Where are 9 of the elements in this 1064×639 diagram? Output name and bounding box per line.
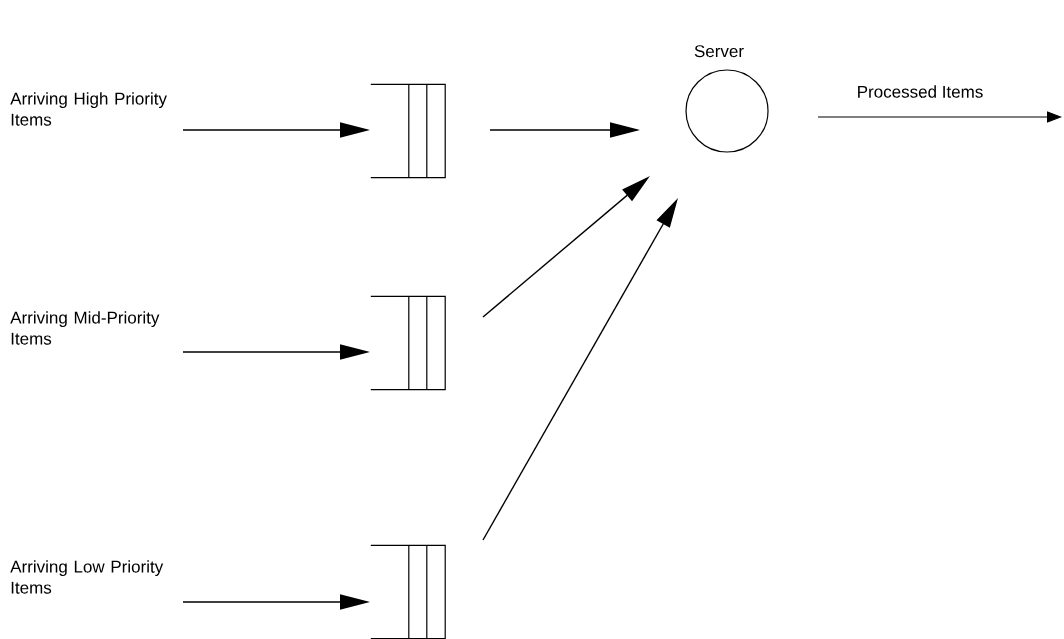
queue-symbol [370, 295, 446, 391]
arrow [817, 111, 1062, 123]
arrival-label: Arriving Low Priority Items [10, 560, 164, 594]
arrival-label: Arriving High Priority Items [10, 92, 167, 126]
server-label: Server [694, 45, 744, 58]
arrival-label: Arriving Mid-Priority Items [10, 311, 160, 345]
edge-label: Processed Items [858, 85, 983, 98]
queue-symbol [370, 83, 446, 179]
queue-symbol [370, 544, 446, 639]
